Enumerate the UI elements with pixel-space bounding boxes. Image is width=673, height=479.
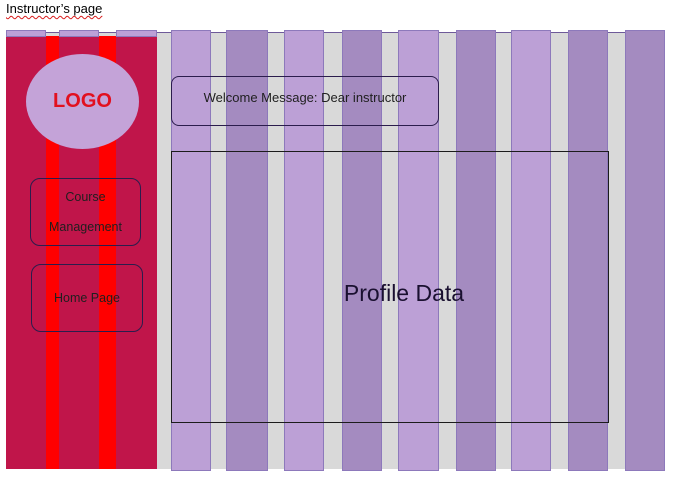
layout-column [284, 30, 324, 471]
column-cap [6, 30, 46, 37]
layout-column [398, 30, 439, 471]
layout-column [568, 30, 608, 471]
logo-text: LOGO [53, 90, 112, 112]
column-cap [116, 30, 157, 37]
logo: LOGO [26, 54, 139, 149]
sidebar-red-stripe [46, 36, 60, 469]
layout-column [625, 30, 665, 471]
layout-column [342, 30, 382, 471]
profile-data-label: Profile Data [343, 279, 465, 306]
course-management-label: Course Management [49, 190, 122, 234]
course-management-button[interactable]: Course Management [30, 178, 141, 246]
welcome-message-text: Welcome Message: Dear instructor [203, 89, 407, 105]
column-cap [59, 30, 99, 37]
home-page-button[interactable]: Home Page [31, 264, 143, 332]
profile-data-panel: Profile Data [171, 151, 609, 423]
layout-column [456, 30, 496, 471]
layout-column [511, 30, 551, 471]
page-caption: Instructor’s page [6, 1, 103, 16]
layout-column [226, 30, 268, 471]
welcome-message: Welcome Message: Dear instructor [171, 76, 439, 126]
home-page-label: Home Page [53, 291, 120, 305]
